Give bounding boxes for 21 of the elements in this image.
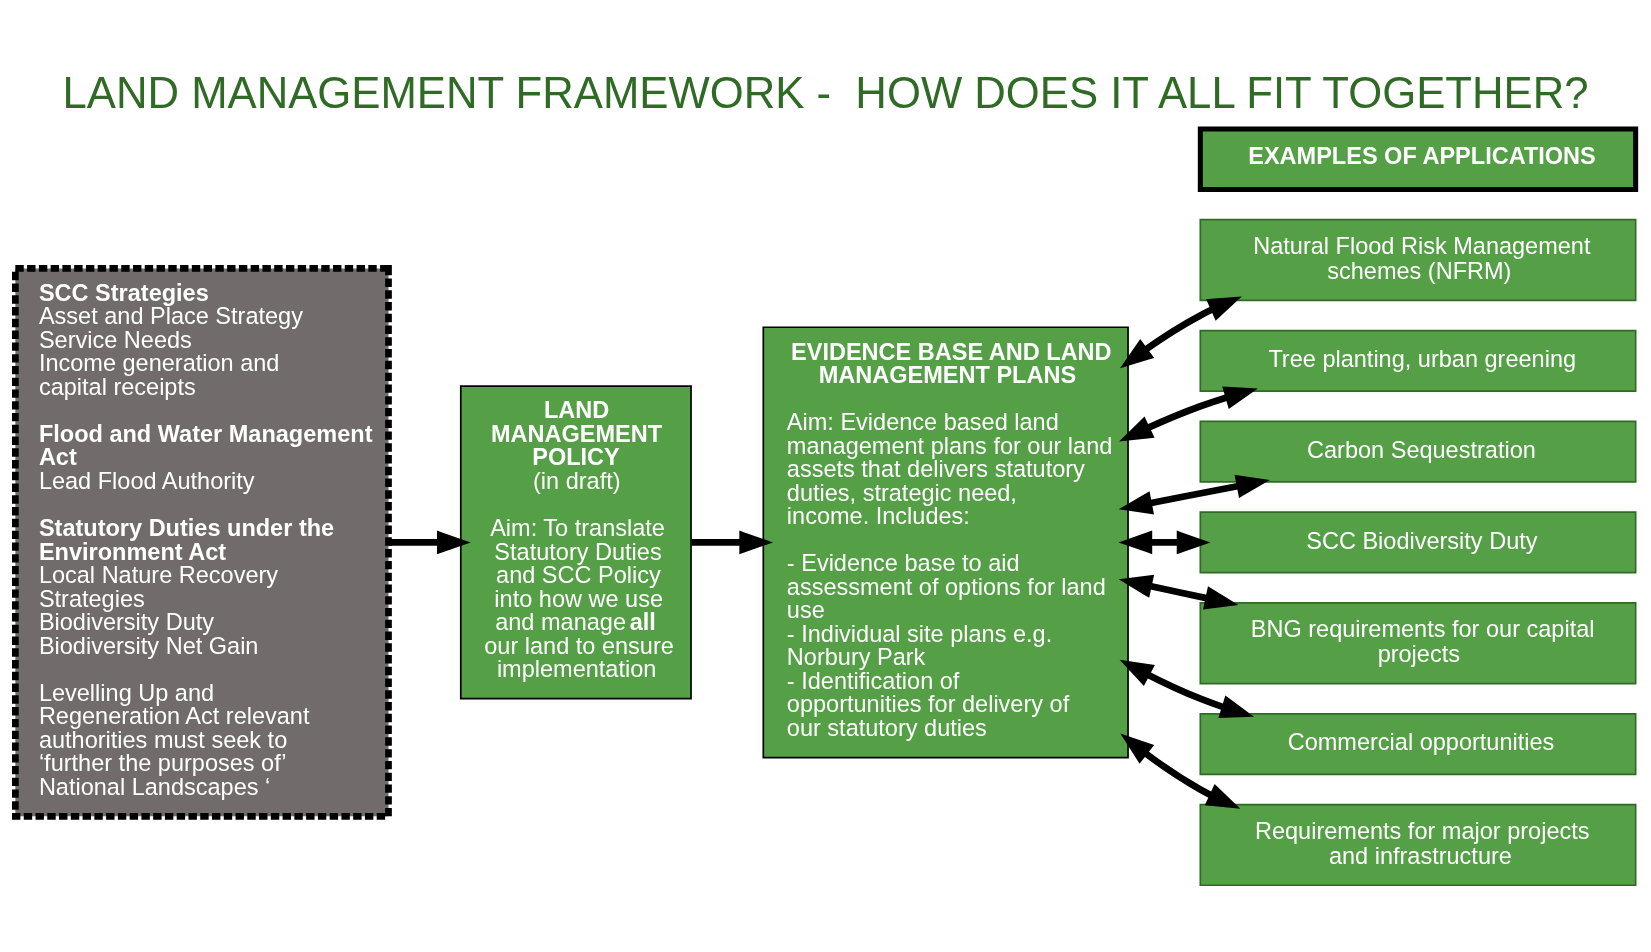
arrow	[1118, 574, 1239, 610]
node-box: Tree planting, urban greening	[1199, 329, 1637, 392]
diagram-title: LAND MANAGEMENT FRAMEWORK - HOW DOES IT ALL FIT TOGETHER?	[62, 68, 1589, 118]
arrow	[388, 530, 471, 555]
arrow	[1120, 733, 1241, 809]
arrow	[691, 530, 774, 555]
node-box: Commercial opportunities	[1199, 713, 1637, 776]
node-box: LAND MANAGEMENT POLICY (in draft) Aim: To translate Statutory Duties and SCC Policy into how we use and manage all our land to ensure implementation	[459, 385, 692, 700]
node-box: Requirements for major projects and infrastructure	[1199, 803, 1637, 887]
arrow	[1118, 474, 1270, 515]
node-box: SCC Biodiversity Duty	[1199, 511, 1637, 574]
node-box: Carbon Sequestration	[1199, 420, 1637, 483]
node-box: SCC Strategies Asset and Place Strategy Service Needs Income generation and capital receipts Flood and Water Management Act Lead Flood Authority Statutory Duties under the Environment Act Local Nature Recovery Strategies Biodiversity Duty Biodiversity Net Gain Levelling Up and Regeneration Act relevant authorities must seek to ‘further the purposes of’ National Landscapes ‘	[12, 265, 392, 820]
node-box: EXAMPLES OF APPLICATIONS	[1197, 126, 1639, 192]
arrow	[1119, 659, 1254, 718]
node-box: Natural Flood Risk Management schemes (NFRM)	[1199, 218, 1637, 302]
node-box: EVIDENCE BASE AND LAND MANAGEMENT PLANS Aim: Evidence based land management plans for our land assets that delivers statutory duties, strategic need, income. Includes: - Evidence base to aid assessment of options for land use - Individual site plans e.g. Norbury Park - Identification of opportunities for delivery of our statutory duties	[762, 326, 1129, 759]
arrow	[1119, 386, 1258, 442]
arrow	[1120, 296, 1242, 369]
node-box: BNG requirements for our capital projects	[1199, 602, 1637, 685]
arrow	[1118, 530, 1211, 555]
